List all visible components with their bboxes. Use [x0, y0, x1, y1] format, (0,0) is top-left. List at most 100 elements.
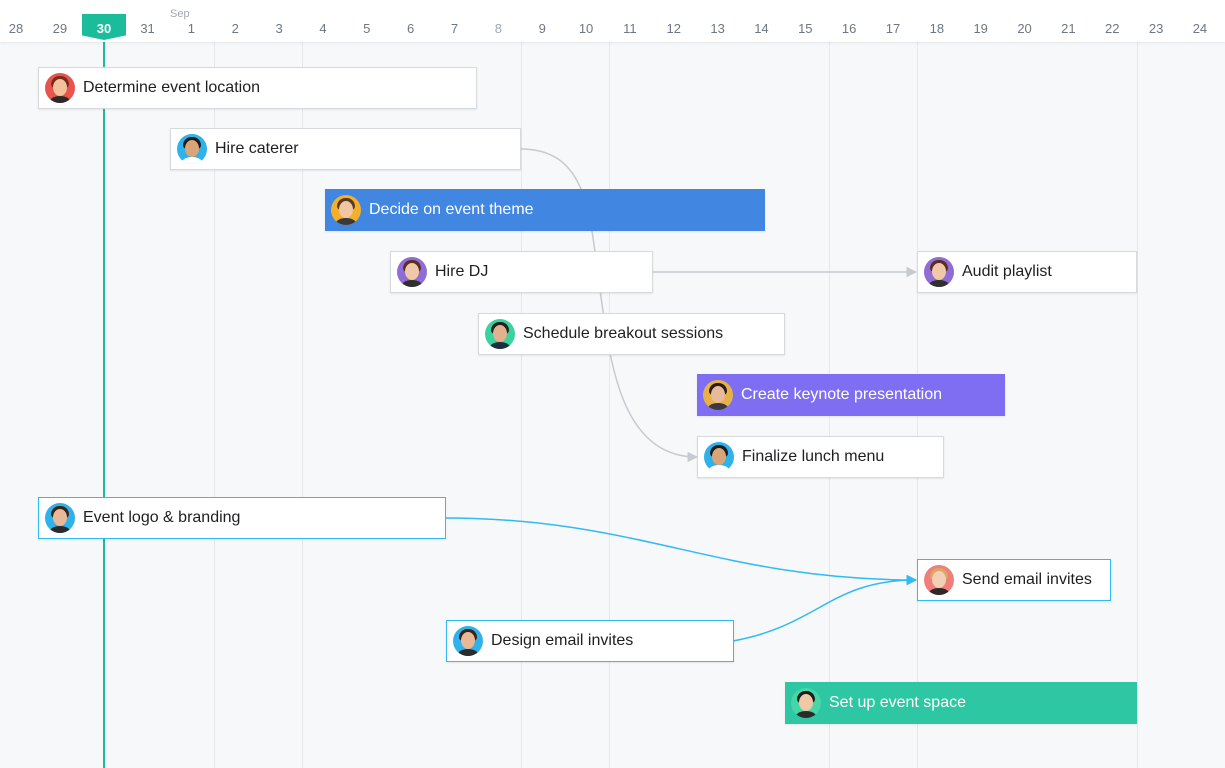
day-number: 24	[1192, 21, 1208, 36]
task-event-space[interactable]: Set up event space	[785, 682, 1137, 724]
day-number: 8	[494, 21, 502, 36]
day-number: 12	[666, 21, 681, 36]
day-number: 22	[1105, 21, 1120, 36]
day-number: 19	[973, 21, 988, 36]
task-logo-branding[interactable]: Event logo & branding	[38, 497, 446, 539]
day-number: 20	[1017, 21, 1032, 36]
task-title: Determine event location	[83, 79, 260, 96]
day-column-11: 11	[608, 0, 652, 42]
assignee-avatar[interactable]	[331, 195, 361, 225]
task-title: Hire caterer	[215, 140, 299, 157]
assignee-avatar[interactable]	[924, 257, 954, 287]
day-number: 7	[450, 21, 459, 36]
day-number: 11	[623, 21, 637, 36]
task-event-theme[interactable]: Decide on event theme	[325, 189, 765, 231]
task-title: Finalize lunch menu	[742, 448, 885, 465]
assignee-avatar[interactable]	[177, 134, 207, 164]
task-title: Decide on event theme	[369, 201, 534, 218]
day-number: 6	[407, 21, 415, 36]
day-column-24: 24	[1178, 0, 1222, 42]
task-title: Audit playlist	[962, 263, 1052, 280]
day-column-2: 2	[213, 0, 257, 42]
day-column-15: 15	[783, 0, 827, 42]
day-column-6: 6	[389, 0, 433, 42]
day-number: 2	[231, 21, 239, 36]
assignee-avatar[interactable]	[397, 257, 427, 287]
day-number: 4	[319, 21, 327, 36]
day-column-19: 19	[959, 0, 1003, 42]
day-number: 29	[52, 21, 68, 36]
day-column-16: 16	[827, 0, 871, 42]
day-column-23: 23	[1134, 0, 1178, 42]
today-line	[103, 40, 105, 768]
task-title: Schedule breakout sessions	[523, 325, 724, 342]
today-marker[interactable]: 30	[82, 14, 126, 40]
task-design-invites[interactable]: Design email invites	[446, 620, 734, 662]
day-column-17: 17	[871, 0, 915, 42]
day-column-22: 22	[1090, 0, 1134, 42]
day-column-13: 13	[696, 0, 740, 42]
task-title: Set up event space	[829, 694, 966, 711]
today-date: 30	[96, 21, 112, 36]
task-title: Event logo & branding	[83, 509, 241, 526]
assignee-avatar[interactable]	[45, 503, 75, 533]
day-column-18: 18	[915, 0, 959, 42]
day-column-3: 3	[257, 0, 301, 42]
day-number: 5	[363, 21, 371, 36]
dependency-design-to-invites	[732, 574, 918, 642]
task-title: Send email invites	[962, 571, 1092, 588]
day-column-9: 9	[520, 0, 564, 42]
assignee-avatar[interactable]	[453, 626, 483, 656]
day-number: 16	[841, 21, 857, 36]
dependency-logo-to-invites	[444, 517, 918, 586]
task-hire-dj[interactable]: Hire DJ	[390, 251, 653, 293]
week-divider	[302, 42, 303, 768]
day-number: 3	[275, 21, 283, 36]
assignee-avatar[interactable]	[791, 688, 821, 718]
task-title: Hire DJ	[435, 263, 489, 280]
task-title: Design email invites	[491, 632, 634, 649]
assignee-avatar[interactable]	[703, 380, 733, 410]
assignee-avatar[interactable]	[45, 73, 75, 103]
day-number: 31	[140, 21, 155, 36]
day-column-4: 4	[301, 0, 345, 42]
task-breakout-sessions[interactable]: Schedule breakout sessions	[478, 313, 785, 355]
day-number: 21	[1061, 21, 1076, 36]
day-number: 9	[538, 21, 546, 36]
assignee-avatar[interactable]	[485, 319, 515, 349]
day-number: 23	[1148, 21, 1164, 36]
task-title: Create keynote presentation	[741, 386, 943, 403]
day-column-14: 14	[739, 0, 783, 42]
task-determine-location[interactable]: Determine event location	[38, 67, 477, 109]
week-divider	[1137, 42, 1138, 768]
day-number: 1	[187, 21, 195, 36]
day-column-20: 20	[1003, 0, 1047, 42]
day-number: 28	[8, 21, 24, 36]
day-number: 10	[578, 21, 594, 36]
date-header: Sep 282930311234567891011121314151617181…	[0, 0, 1225, 42]
assignee-avatar[interactable]	[924, 565, 954, 595]
day-number: 14	[754, 21, 769, 36]
month-label: Sep	[170, 8, 190, 20]
week-divider	[609, 42, 610, 768]
task-send-invites[interactable]: Send email invites	[917, 559, 1111, 601]
day-column-5: 5	[345, 0, 389, 42]
day-column-31: 31	[126, 0, 170, 42]
week-divider	[214, 42, 215, 768]
task-audit-playlist[interactable]: Audit playlist	[917, 251, 1137, 293]
day-column-1: 1	[169, 0, 213, 42]
task-hire-caterer[interactable]: Hire caterer	[170, 128, 521, 170]
day-number: 17	[885, 21, 901, 36]
day-column-12: 12	[652, 0, 696, 42]
assignee-avatar[interactable]	[704, 442, 734, 472]
day-column-7: 7	[433, 0, 477, 42]
day-column-10: 10	[564, 0, 608, 42]
day-number: 13	[710, 21, 725, 36]
week-divider	[521, 42, 522, 768]
day-number: 15	[798, 21, 813, 36]
day-column-8: 8	[476, 0, 520, 42]
task-lunch-menu[interactable]: Finalize lunch menu	[697, 436, 944, 478]
task-keynote[interactable]: Create keynote presentation	[697, 374, 1005, 416]
day-column-28: 28	[0, 0, 38, 42]
